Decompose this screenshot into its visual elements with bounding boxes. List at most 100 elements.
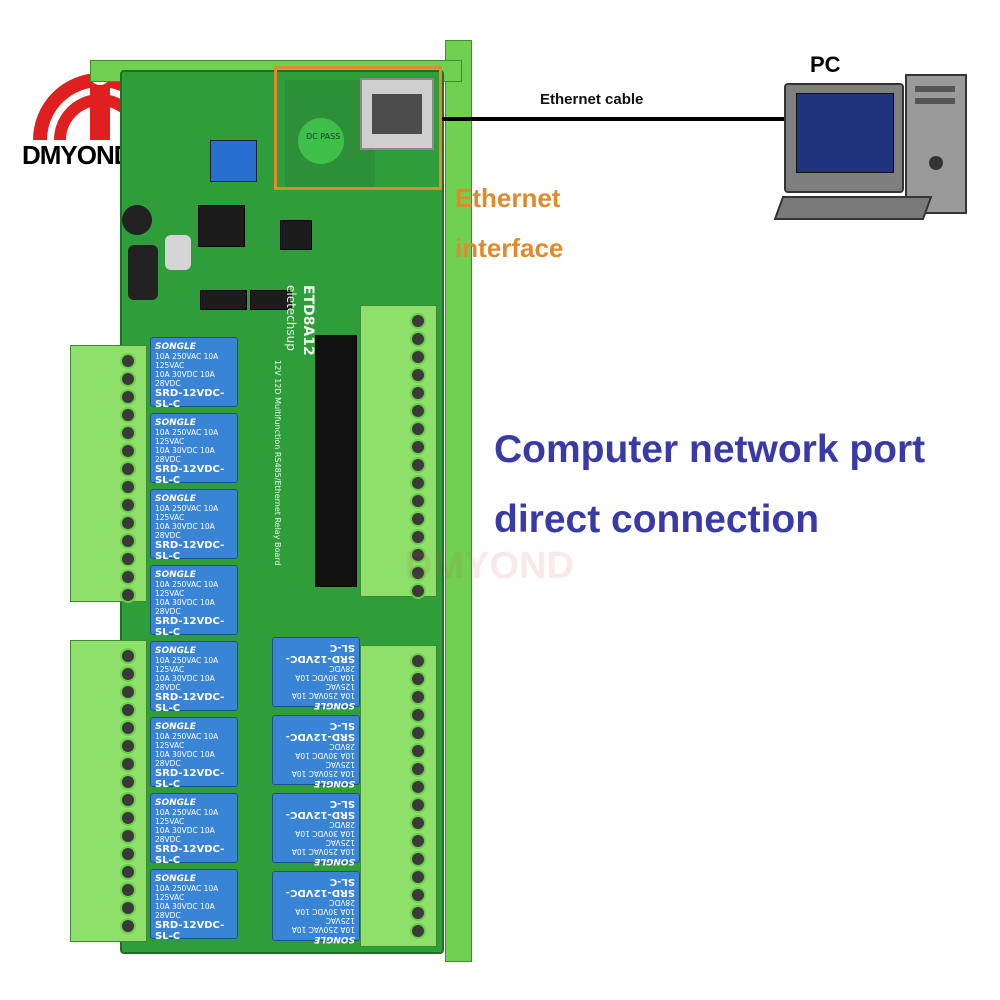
- terminal-screw: [120, 846, 136, 862]
- relay-relay-brand: SONGLE: [155, 570, 196, 580]
- drive-bay: [915, 86, 955, 92]
- drive-bay: [915, 98, 955, 104]
- terminal-screw: [410, 743, 426, 759]
- terminal-screw: [410, 547, 426, 563]
- board-model: ETD8A12: [300, 285, 316, 356]
- terminal-screw: [410, 779, 426, 795]
- relay-relay-spec-2: 10A 30VDC 10A 28VDC: [155, 902, 215, 920]
- terminal-screw: [120, 792, 136, 808]
- terminal-screw: [410, 421, 426, 437]
- terminal-screw: [120, 918, 136, 934]
- main-caption: Computer network port direct connection: [494, 415, 925, 555]
- relay-relay-spec-2: 10A 30VDC 10A 28VDC: [155, 750, 215, 768]
- relay-relay-spec-1: 10A 250VAC 10A 125VAC: [155, 428, 219, 446]
- terminal-screw: [410, 475, 426, 491]
- relay-relay-brand: SONGLE: [314, 778, 355, 788]
- relay-relay-spec-1: 10A 250VAC 10A 125VAC: [291, 682, 355, 700]
- relay-relay-spec-2: 10A 30VDC 10A 28VDC: [155, 598, 215, 616]
- terminal-screw: [120, 497, 136, 513]
- terminal-screw: [410, 529, 426, 545]
- relay-relay-spec-1: 10A 250VAC 10A 125VAC: [291, 838, 355, 856]
- terminal-screw: [120, 479, 136, 495]
- logo-text: DMYOND: [22, 140, 133, 170]
- terminal-screw: [410, 851, 426, 867]
- terminal-screw: [410, 887, 426, 903]
- terminal-screw: [120, 882, 136, 898]
- terminal-screw: [410, 815, 426, 831]
- relay-relay-brand: SONGLE: [314, 856, 355, 866]
- capacitor: [122, 205, 152, 235]
- ic-chip: [250, 290, 292, 310]
- terminal-screw: [410, 313, 426, 329]
- relay-relay-brand: SONGLE: [314, 934, 355, 944]
- terminal-screw: [120, 774, 136, 790]
- relay-relay-model: SRD-12VDC-SL-C: [285, 798, 355, 820]
- cable-label: Ethernet cable: [540, 91, 644, 108]
- relay-relay-spec-2: 10A 30VDC 10A 28VDC: [155, 446, 215, 464]
- terminal-screw: [120, 407, 136, 423]
- terminal-screw: [120, 425, 136, 441]
- power-button-icon: [929, 156, 943, 170]
- relay-relay-spec-2: 10A 30VDC 10A 28VDC: [295, 898, 355, 916]
- terminal-screw: [410, 923, 426, 939]
- relay-relay-spec-2: 10A 30VDC 10A 28VDC: [295, 820, 355, 838]
- relay-relay-spec-1: 10A 250VAC 10A 125VAC: [155, 732, 219, 750]
- terminal-screw: [120, 551, 136, 567]
- relay-relay-brand: SONGLE: [155, 646, 196, 656]
- terminal-screw: [410, 797, 426, 813]
- terminal-screw: [410, 493, 426, 509]
- relay-relay-brand: SONGLE: [155, 494, 196, 504]
- ethernet-caption-line1: Ethernet: [455, 183, 561, 213]
- terminal-screw: [120, 371, 136, 387]
- relay-relay-spec-1: 10A 250VAC 10A 125VAC: [155, 884, 219, 902]
- board-description: 12V 12D Multifunction RS485/Ethernet Rel…: [273, 360, 282, 566]
- relay-relay-model: SRD-12VDC-SL-C: [155, 768, 225, 790]
- terminal-screw: [120, 443, 136, 459]
- relay-relay-spec-1: 10A 250VAC 10A 125VAC: [291, 760, 355, 778]
- terminal-screw: [120, 569, 136, 585]
- terminal-screw: [410, 385, 426, 401]
- relay-relay-spec-1: 10A 250VAC 10A 125VAC: [155, 352, 219, 370]
- relay-relay-model: SRD-12VDC-SL-C: [155, 540, 225, 562]
- ic-chip: [200, 290, 247, 310]
- terminal-screw: [120, 587, 136, 603]
- relay-relay-spec-1: 10A 250VAC 10A 125VAC: [155, 504, 219, 522]
- terminal-screw: [120, 684, 136, 700]
- capacitor: [165, 235, 191, 270]
- terminal-screw: [410, 511, 426, 527]
- relay-relay-model: SRD-12VDC-SL-C: [285, 720, 355, 742]
- terminal-screw: [410, 869, 426, 885]
- terminal-block-left-upper: [70, 345, 147, 602]
- board-maker: eletechsup: [284, 285, 298, 351]
- relay-relay-model: SRD-12VDC-SL-C: [155, 388, 225, 410]
- optocoupler-array: [315, 335, 357, 587]
- relay-relay-model: SRD-12VDC-SL-C: [155, 920, 225, 942]
- terminal-screw: [410, 457, 426, 473]
- relay-relay-spec-2: 10A 30VDC 10A 28VDC: [155, 674, 215, 692]
- terminal-screw: [120, 810, 136, 826]
- terminal-screw: [120, 648, 136, 664]
- terminal-screw: [410, 671, 426, 687]
- terminal-screw: [120, 353, 136, 369]
- terminal-screw: [120, 702, 136, 718]
- relay-relay-spec-2: 10A 30VDC 10A 28VDC: [155, 370, 215, 388]
- terminal-screw: [120, 515, 136, 531]
- caption-line2: direct connection: [494, 498, 820, 541]
- rj45-port: [360, 78, 434, 150]
- relay-relay-brand: SONGLE: [155, 874, 196, 884]
- relay-relay-spec-1: 10A 250VAC 10A 125VAC: [155, 580, 219, 598]
- monitor-screen: [796, 93, 894, 173]
- relay-relay-spec-2: 10A 30VDC 10A 28VDC: [155, 826, 215, 844]
- terminal-screw: [410, 653, 426, 669]
- terminal-block-right-lower: [360, 645, 437, 947]
- terminal-screw: [120, 533, 136, 549]
- ic-chip: [280, 220, 312, 250]
